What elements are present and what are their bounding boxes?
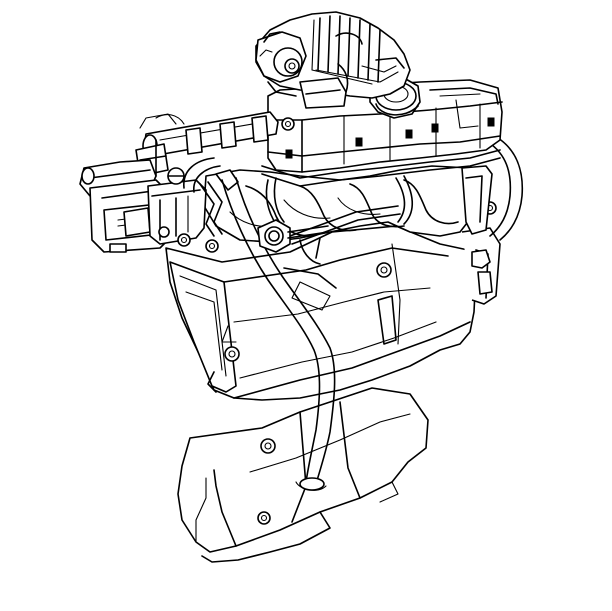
heater-hose xyxy=(487,137,524,241)
alternator xyxy=(255,11,411,109)
engine-block xyxy=(165,225,501,401)
oil-pan xyxy=(177,387,429,563)
fuel-rail-assembly xyxy=(79,111,279,253)
sensor-fitting xyxy=(257,219,337,311)
dipstick-tube xyxy=(215,169,336,491)
